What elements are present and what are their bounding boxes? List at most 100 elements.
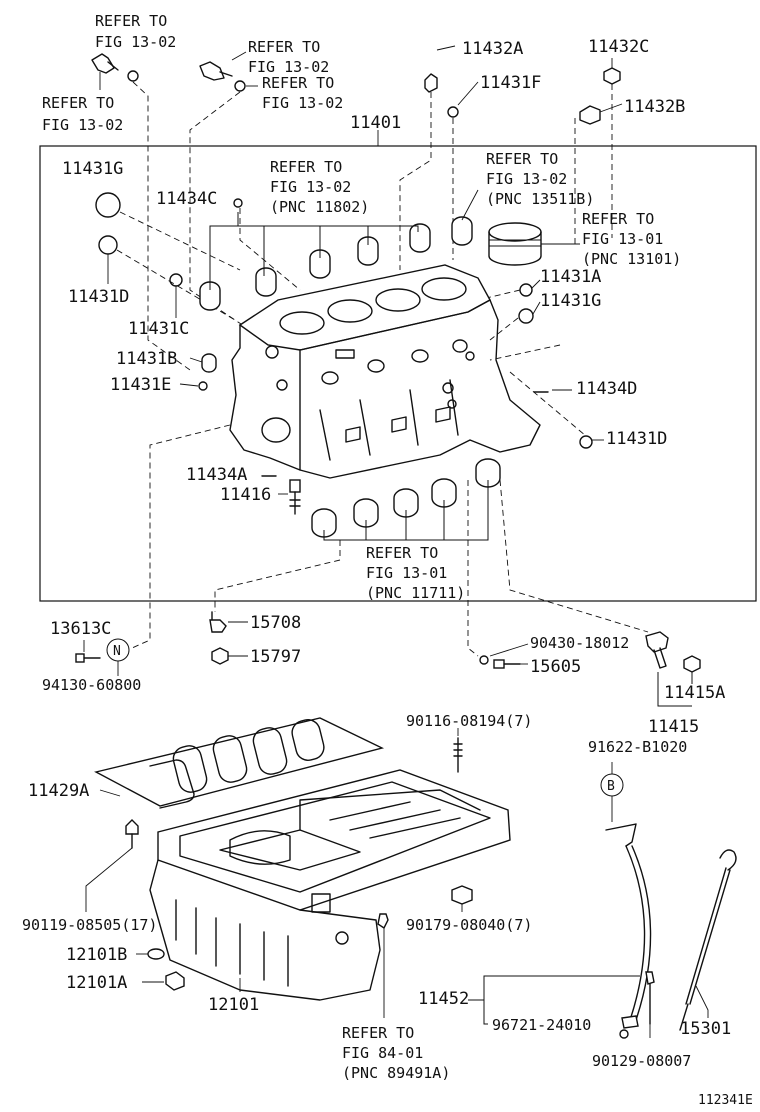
part-11401-label: 11401: [350, 113, 401, 133]
part-11434D-label: 11434D: [576, 379, 637, 399]
stud-90116: [453, 728, 463, 773]
cam-bearings: [199, 212, 431, 311]
circle-N-label: N: [113, 644, 121, 659]
bolt-13613C: [75, 640, 101, 663]
refer-fig-13-02-label-4b: FIG 13-02: [262, 94, 343, 112]
part-15708-label: 15708: [250, 613, 301, 633]
refer-piston-label-3: (PNC 13101): [582, 250, 681, 268]
part-90179-08040-label: 90179-08040(7): [406, 916, 532, 934]
circle-N: N: [106, 638, 130, 676]
refer-bolt-top-center: [189, 51, 258, 331]
part-11431A-label: 11431A: [540, 267, 601, 287]
part-11416-label: 11416: [220, 485, 271, 505]
plug-11431A: [519, 279, 541, 297]
dash-13613C: [131, 424, 231, 649]
dash-11415: [499, 479, 649, 633]
refer-pnc13511b-label-3: (PNC 13511B): [486, 190, 594, 208]
main-bearings: [311, 458, 501, 541]
plug-15797: [211, 647, 248, 665]
pin-11434D: [533, 389, 572, 393]
drain-cock-11415: [645, 631, 701, 707]
plug-11431E: [179, 381, 208, 391]
dash-15708: [214, 540, 341, 612]
part-11434A-label: 11434A: [186, 465, 247, 485]
refer-fig-13-02-label-2b: FIG 13-02: [42, 116, 123, 134]
refer-bolt-top-left: [91, 53, 191, 371]
cylinder-block: [229, 264, 541, 479]
plug-11432B: [574, 103, 623, 245]
part-11431B-label: 11431B: [116, 349, 177, 369]
washer-bolt-15605: [479, 643, 529, 669]
dash-11431G: [489, 317, 519, 341]
refer-fig-13-02-label-1b: FIG 13-02: [95, 33, 176, 51]
fitting-15708: [209, 611, 248, 633]
circle-B-label: B: [607, 779, 615, 794]
plug-11431G-right: [518, 301, 541, 324]
refer-bearing-label-1: REFER TO: [270, 158, 342, 176]
bolt-11416: [278, 479, 301, 515]
part-90430-18012-label: 90430-18012: [530, 634, 629, 652]
part-91622-B1020-label: 91622-B1020: [588, 738, 687, 756]
bolt-90119: [85, 819, 139, 912]
part-11415-label: 11415: [648, 717, 699, 737]
refer-pan-label-2: FIG 84-01: [342, 1044, 423, 1062]
part-11415A-label: 11415A: [664, 683, 725, 703]
refer-fig-13-02-label-3b: FIG 13-02: [248, 58, 329, 76]
part-11431G-right-label: 11431G: [540, 291, 601, 311]
dash-15605: [467, 480, 479, 657]
refer-main-bearing-label-2: FIG 13-01: [366, 564, 447, 582]
plug-90179: [451, 885, 473, 912]
part-11431F-label: 11431F: [480, 73, 541, 93]
plug-11431D-right: [579, 435, 604, 449]
dash-11431D-right: [509, 371, 587, 437]
plug-11432C: [603, 58, 621, 238]
refer-fig-13-02-label-2: REFER TO: [42, 94, 114, 112]
drain-plug-12101A: [142, 971, 185, 991]
gasket-11429A: [94, 717, 385, 809]
oil-pan-12101: [149, 769, 511, 1001]
plug-11431C: [169, 273, 183, 318]
part-94130-60800-label: 94130-60800: [42, 676, 141, 694]
part-11431G-label: 11431G: [62, 159, 123, 179]
plug-11431B: [189, 353, 217, 373]
refer-fig-13-02-label-3: REFER TO: [248, 38, 320, 56]
part-11434C-label: 11434C: [156, 189, 217, 209]
refer-pnc13511b-label-2: FIG 13-02: [486, 170, 567, 188]
figure-code: 112341E: [698, 1093, 753, 1108]
part-11431C-label: 11431C: [128, 319, 189, 339]
part-12101-label: 12101: [208, 995, 259, 1015]
refer-pan-label-3: (PNC 89491A): [342, 1064, 450, 1082]
part-15605-label: 15605: [530, 657, 581, 677]
refer-pnc13511b-label-1: REFER TO: [486, 150, 558, 168]
refer-bearing-label-3: (PNC 11802): [270, 198, 369, 216]
refer-main-bearing-label-1: REFER TO: [366, 544, 438, 562]
part-13613C-label: 13613C: [50, 619, 111, 639]
part-11432B-label: 11432B: [624, 97, 685, 117]
part-11452-label: 11452: [418, 989, 469, 1009]
plug-11434C: [233, 198, 301, 291]
refer-piston-label-1: REFER TO: [582, 210, 654, 228]
plug-11432A: [399, 45, 456, 270]
piston: [488, 222, 580, 266]
part-15301-label: 15301: [680, 1019, 731, 1039]
part-12101B-label: 12101B: [66, 945, 127, 965]
part-11431D-left-label: 11431D: [68, 287, 129, 307]
dipstick-guide-11452: B: [468, 762, 655, 1039]
part-11431E-label: 11431E: [110, 375, 171, 395]
plug-13511B: [451, 189, 479, 246]
washer-12101B: [136, 948, 165, 960]
part-11432C-label: 11432C: [588, 37, 649, 57]
refer-main-bearing-label-3: (PNC 11711): [366, 584, 465, 602]
part-90119-08505-label: 90119-08505(17): [22, 916, 157, 934]
dipstick-15301: [679, 849, 737, 1031]
part-90129-08007-label: 90129-08007: [592, 1052, 691, 1070]
refer-pan-label-1: REFER TO: [342, 1024, 414, 1042]
part-11432A-label: 11432A: [462, 39, 523, 59]
part-96721-24010-label: 96721-24010: [492, 1016, 591, 1034]
part-15797-label: 15797: [250, 647, 301, 667]
plug-11431F: [447, 81, 479, 260]
plug-11431G-left: [95, 192, 241, 271]
dash-right: [489, 344, 561, 361]
